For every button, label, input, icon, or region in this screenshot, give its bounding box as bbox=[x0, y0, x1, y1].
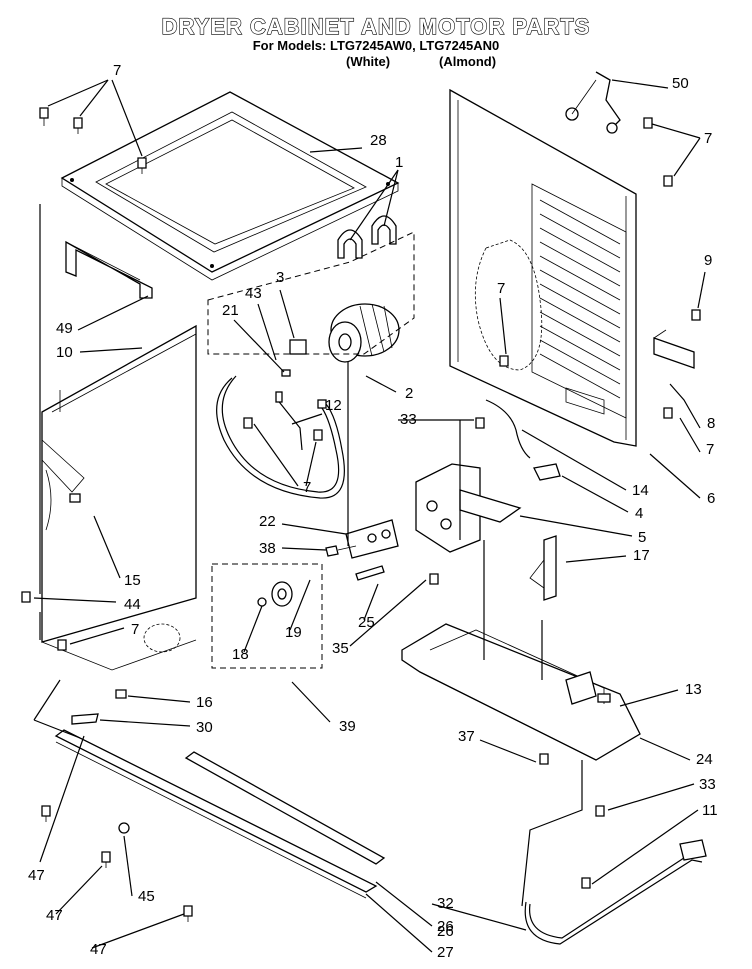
callout-c43: 43 bbox=[245, 285, 262, 302]
wire-harness bbox=[216, 375, 345, 499]
back-bracket bbox=[653, 329, 695, 369]
callout-c27: 27 bbox=[437, 944, 454, 961]
title-block: DRYER CABINET AND MOTOR PARTS For Models… bbox=[0, 13, 752, 70]
callout-c7c: 7 bbox=[497, 280, 505, 297]
leader-lines bbox=[33, 79, 706, 953]
part-30 bbox=[71, 713, 99, 725]
callout-c7d: 7 bbox=[706, 441, 714, 458]
idler-assembly bbox=[325, 519, 399, 581]
callout-c45: 45 bbox=[138, 888, 155, 905]
variant-white-label: (White) bbox=[346, 54, 391, 69]
callout-c26a: 26 bbox=[437, 918, 454, 935]
callout-c7a: 7 bbox=[113, 62, 121, 79]
callout-c7b: 7 bbox=[704, 130, 712, 147]
callout-c33a: 33 bbox=[400, 411, 417, 428]
callout-c47a: 47 bbox=[28, 867, 45, 884]
front-rails bbox=[54, 729, 386, 899]
callout-c16: 16 bbox=[196, 694, 213, 711]
callout-c22: 22 bbox=[259, 513, 276, 530]
top-bracket bbox=[65, 240, 153, 299]
callout-c32: 32 bbox=[437, 895, 454, 912]
callout-c5: 5 bbox=[638, 529, 646, 546]
base-frame bbox=[401, 623, 641, 761]
callout-c47c: 47 bbox=[90, 941, 107, 958]
callout-c50: 50 bbox=[672, 75, 689, 92]
back-panel bbox=[449, 88, 637, 447]
callout-c13: 13 bbox=[685, 681, 702, 698]
left-side-panel bbox=[41, 324, 197, 671]
callout-c44: 44 bbox=[124, 596, 141, 613]
callout-c15: 15 bbox=[124, 572, 141, 589]
callout-c33b: 33 bbox=[699, 776, 716, 793]
callout-c4: 4 bbox=[635, 505, 643, 522]
callout-c30: 30 bbox=[196, 719, 213, 736]
callout-c25: 25 bbox=[358, 614, 375, 631]
callout-c24: 24 bbox=[696, 751, 713, 768]
callout-c19: 19 bbox=[285, 624, 302, 641]
motor-group-box bbox=[207, 231, 415, 355]
callout-c7e: 7 bbox=[303, 479, 311, 496]
bottom-screws bbox=[21, 117, 701, 922]
motor-assembly bbox=[281, 215, 400, 377]
callout-c39: 39 bbox=[339, 718, 356, 735]
callout-c1: 1 bbox=[395, 154, 403, 171]
variant-almond-label: (Almond) bbox=[439, 54, 497, 69]
callout-c47b: 47 bbox=[46, 907, 63, 924]
callout-c6: 6 bbox=[707, 490, 715, 507]
callout-c21: 21 bbox=[222, 302, 239, 319]
callout-c3: 3 bbox=[276, 269, 284, 286]
page-title: DRYER CABINET AND MOTOR PARTS bbox=[161, 13, 591, 39]
idler-pulley bbox=[257, 581, 293, 607]
callout-c49: 49 bbox=[56, 320, 73, 337]
callout-c37: 37 bbox=[458, 728, 475, 745]
callout-c11: 11 bbox=[702, 802, 718, 819]
callout-c35: 35 bbox=[332, 640, 349, 657]
callout-c17: 17 bbox=[633, 547, 650, 564]
part-16 bbox=[115, 689, 127, 699]
top-screws bbox=[39, 107, 147, 174]
power-cord bbox=[524, 839, 707, 945]
callout-c8: 8 bbox=[707, 415, 715, 432]
idler-pulley-box bbox=[211, 563, 323, 669]
bracket-17 bbox=[529, 535, 557, 601]
callout-c28: 28 bbox=[370, 132, 387, 149]
callout-layer: 7 28 1 50 7 3 43 21 49 10 9 7 2 12 33 8 7 7 14 6 4 22 5 38 17 15 4… bbox=[28, 62, 718, 961]
motor-mount-bracket bbox=[415, 399, 561, 553]
callout-c9: 9 bbox=[704, 252, 712, 269]
callout-c26b: 26 bbox=[437, 923, 454, 940]
top-panel bbox=[60, 91, 400, 281]
callout-c7f: 7 bbox=[131, 621, 139, 638]
models-line: For Models: LTG7245AW0, LTG7245AN0 bbox=[252, 38, 500, 53]
callout-c2: 2 bbox=[405, 385, 413, 402]
callout-c14: 14 bbox=[632, 482, 649, 499]
callout-c10: 10 bbox=[56, 344, 73, 361]
callout-c38: 38 bbox=[259, 540, 276, 557]
variant-row: (White) (Almond) bbox=[0, 54, 752, 70]
callout-c18: 18 bbox=[232, 646, 249, 663]
callout-c12: 12 bbox=[325, 397, 342, 414]
gas-valve-bracket bbox=[565, 71, 621, 134]
